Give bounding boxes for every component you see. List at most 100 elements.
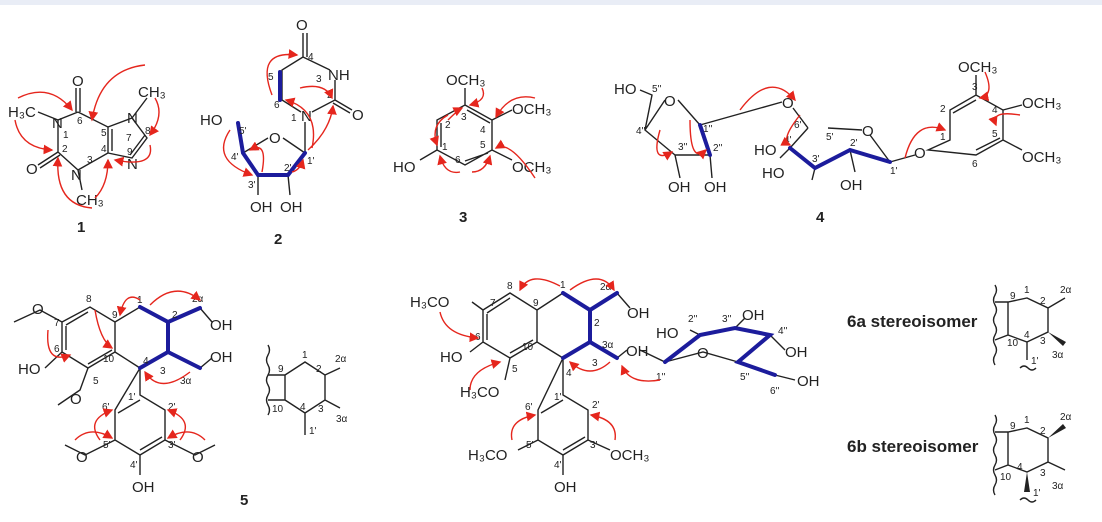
atom-label: CH₃ — [76, 192, 104, 209]
atom-label: OCH₃ — [512, 101, 551, 118]
atom-number: 3 — [592, 358, 598, 369]
hmbc-arrow — [739, 86, 796, 111]
atom-number: 4 — [308, 52, 314, 63]
atom-number: 10 — [522, 342, 534, 353]
atom-number: 9 — [1010, 291, 1016, 302]
atom-number: 3α — [180, 376, 192, 387]
compound-number: 4 — [816, 209, 825, 226]
atom-number: 5'' — [740, 372, 749, 383]
atom-number: 7 — [54, 318, 60, 329]
atom-label: HO — [754, 142, 777, 159]
atom-number: 5' — [526, 440, 534, 451]
atom-number: 4' — [130, 460, 138, 471]
hmbc-arrow — [74, 429, 114, 441]
compound-6: H₃CO HO H₃CO OH OH O HO OH OH OH H₃CO OC… — [410, 278, 820, 496]
atom-label: OCH₃ — [958, 59, 997, 76]
atom-number: 2 — [594, 318, 600, 329]
atom-label: O — [862, 123, 874, 140]
atom-label: HO — [440, 349, 463, 366]
bonds — [37, 88, 148, 191]
atom-number: 9 — [127, 147, 133, 158]
atom-number: 7 — [126, 133, 132, 144]
hmbc-arrow — [589, 411, 616, 441]
atom-number: 1' — [890, 166, 898, 177]
atom-label: CH₃ — [138, 84, 166, 101]
atom-number: 2' — [850, 138, 858, 149]
atom-label: N — [127, 156, 138, 173]
atom-number: 4 — [300, 402, 306, 413]
hmbc-arrow — [46, 329, 72, 363]
atom-number: 3 — [1040, 336, 1046, 347]
hmbc-arrow — [149, 290, 202, 306]
atom-number: 10 — [272, 404, 284, 415]
atom-number: 1 — [302, 350, 308, 361]
stereoisomer-label: 6a stereoisomer — [847, 312, 978, 331]
atom-number: 4' — [784, 135, 792, 146]
atom-number: 8 — [145, 126, 151, 137]
bonds — [265, 344, 341, 435]
atom-number: 2 — [1040, 426, 1046, 437]
atom-number: 3 — [1040, 468, 1046, 479]
atom-number: 1 — [63, 130, 69, 141]
atom-label: O — [782, 95, 794, 112]
atom-label: O — [70, 391, 82, 408]
atom-number: 6 — [274, 100, 280, 111]
hmbc-arrow — [568, 361, 611, 372]
atom-number: 2' — [168, 402, 176, 413]
atom-number: 2' — [592, 400, 600, 411]
hmbc-arrow — [978, 71, 990, 102]
atom-label: O — [697, 345, 709, 362]
atom-number: 3 — [160, 366, 166, 377]
atom-number: 1' — [128, 392, 136, 403]
atom-number: 5' — [826, 132, 834, 143]
atom-number: 1' — [554, 392, 562, 403]
hmbc-arrow — [904, 122, 947, 159]
hmbc-arrow — [656, 129, 674, 161]
atom-number: 5 — [992, 129, 998, 140]
atom-number: 6'' — [770, 386, 779, 397]
atom-label: H₃CO — [460, 384, 499, 401]
atom-number: 2α — [335, 354, 347, 365]
atom-number: 1 — [1024, 415, 1030, 426]
hmbc-arrow — [519, 278, 561, 292]
atom-number: 3α — [336, 414, 348, 425]
atom-number: 7 — [490, 298, 496, 309]
hmbc-arrow — [266, 49, 299, 96]
atom-number: 4'' — [778, 326, 787, 337]
atom-number: 1' — [1031, 356, 1039, 367]
atom-label: O — [32, 301, 44, 318]
hmbc-arrow — [94, 309, 114, 349]
wedge-bond — [1048, 332, 1066, 346]
hmbc-arrow — [52, 156, 93, 209]
atom-number: 2α — [1060, 285, 1072, 296]
compound-2: O NH O N HO O OH OH 1 2 3 4 5 6 1' 2' 3'… — [200, 17, 364, 248]
atom-number: 3' — [812, 154, 820, 165]
stereo-fragment: 9 1 2 2α 3 3α 4 10 1' — [265, 344, 348, 437]
atom-label: O — [76, 449, 88, 466]
bonds — [13, 306, 216, 475]
atom-number: 4 — [1024, 330, 1030, 341]
atom-label: OH — [554, 479, 577, 496]
hmbc-arrow — [988, 113, 1021, 127]
compound-5: O HO O OH OH O O OH 1 2 2α 3 3α 4 5 6 7 … — [13, 290, 348, 509]
atom-number: 3α — [1052, 350, 1064, 361]
atom-number: 2' — [284, 163, 292, 174]
atom-number: 8 — [507, 281, 513, 292]
hmbc-arrow — [222, 129, 254, 177]
wedge-bond — [1024, 424, 1066, 492]
atom-number: 2 — [62, 144, 68, 155]
atom-label: OH — [210, 317, 233, 334]
atom-number: 3α — [602, 340, 614, 351]
compound-number: 2 — [274, 231, 282, 248]
atom-number: 2 — [445, 120, 451, 131]
atom-number: 6 — [54, 344, 60, 355]
cosy-bond — [698, 123, 892, 171]
atom-number: 3 — [461, 112, 467, 123]
atom-number: 6 — [455, 155, 461, 166]
bonds — [992, 414, 1066, 503]
hmbc-arrow — [166, 429, 206, 441]
hmbc-arrow — [284, 97, 315, 149]
atom-number: 4 — [1017, 462, 1023, 473]
cosy-bond — [561, 291, 619, 360]
atom-number: 5 — [268, 72, 274, 83]
